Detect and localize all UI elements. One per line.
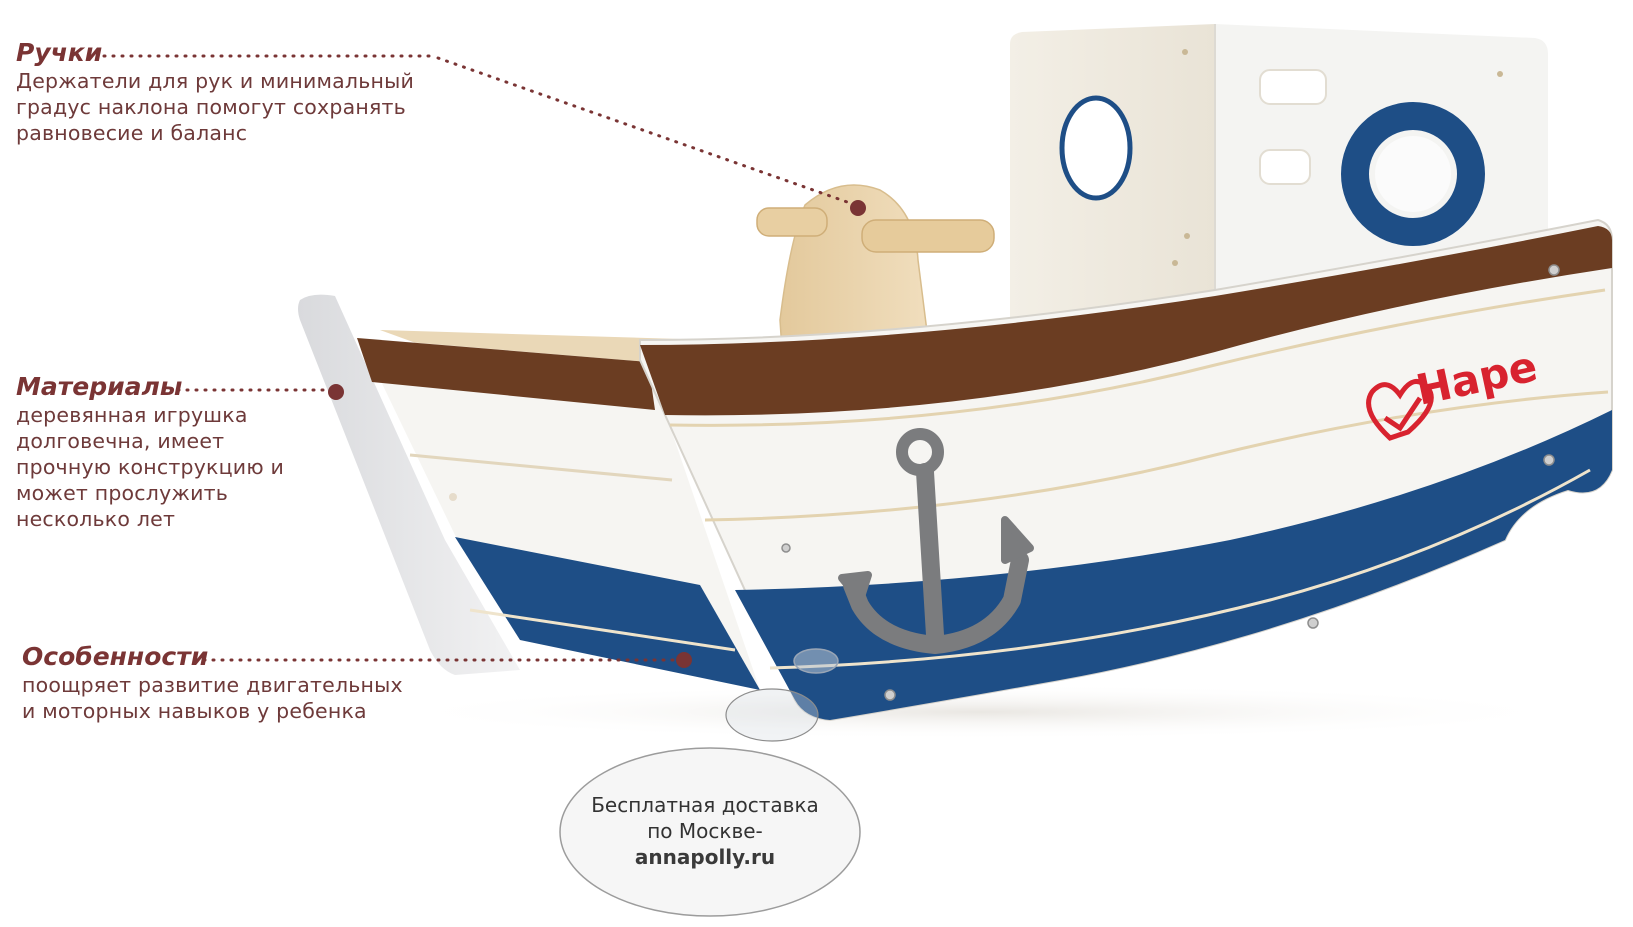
hull-brown-band xyxy=(640,226,1612,416)
feature-desc-line: прочную конструкцию и xyxy=(16,455,285,479)
anchor-icon xyxy=(838,428,1034,654)
delivery-site-link[interactable]: annapolly.ru xyxy=(634,845,776,869)
feature-desc-line: несколько лет xyxy=(16,507,176,531)
cabin-window-slot xyxy=(1259,69,1327,105)
delivery-text: Бесплатная доставка по Москве- annapolly… xyxy=(560,792,850,870)
feature-title: Материалы xyxy=(16,372,183,401)
leader-lines xyxy=(102,54,852,662)
feature-desc-line: поощряет развитие двигательных xyxy=(22,673,403,697)
leader-dot xyxy=(676,652,692,668)
highlight-ellipse xyxy=(793,648,839,674)
cabin-side-panel xyxy=(1010,24,1215,385)
feature-handles: Ручки Держатели для рук и минимальный гр… xyxy=(16,38,414,146)
delivery-line: по Москве- xyxy=(647,819,763,843)
delivery-bubble xyxy=(559,747,861,917)
feature-desc-line: и моторных навыков у ребенка xyxy=(22,699,367,723)
feature-desc-line: деревянная игрушка xyxy=(16,403,248,427)
highlight-ellipse xyxy=(725,688,819,742)
feature-desc-line: градус наклона помогут сохранять xyxy=(16,95,406,119)
stern-plate xyxy=(298,294,520,675)
lifebuoy-porthole xyxy=(1341,102,1485,246)
feature-desc-line: Держатели для рук и минимальный xyxy=(16,69,415,93)
cabin-window-slot xyxy=(1259,149,1311,185)
handle-left xyxy=(756,207,828,237)
feature-materials: Материалы деревянная игрушка долговечна,… xyxy=(16,372,284,532)
feature-title: Особенности xyxy=(22,642,209,671)
leader-dot xyxy=(850,200,866,216)
cabin-side-porthole xyxy=(1059,95,1133,201)
feature-desc-line: долговечна, имеет xyxy=(16,429,225,453)
floor-shadow xyxy=(380,684,1580,740)
feature-peculiarities: Особенности поощряет развитие двигательн… xyxy=(22,642,403,724)
feature-desc-line: равновесие и баланс xyxy=(16,121,248,145)
delivery-line: Бесплатная доставка xyxy=(591,793,819,817)
feature-title: Ручки xyxy=(16,38,103,67)
leader-dot xyxy=(328,384,344,400)
handle-bar xyxy=(861,219,995,253)
feature-desc-line: может прослужить xyxy=(16,481,229,505)
